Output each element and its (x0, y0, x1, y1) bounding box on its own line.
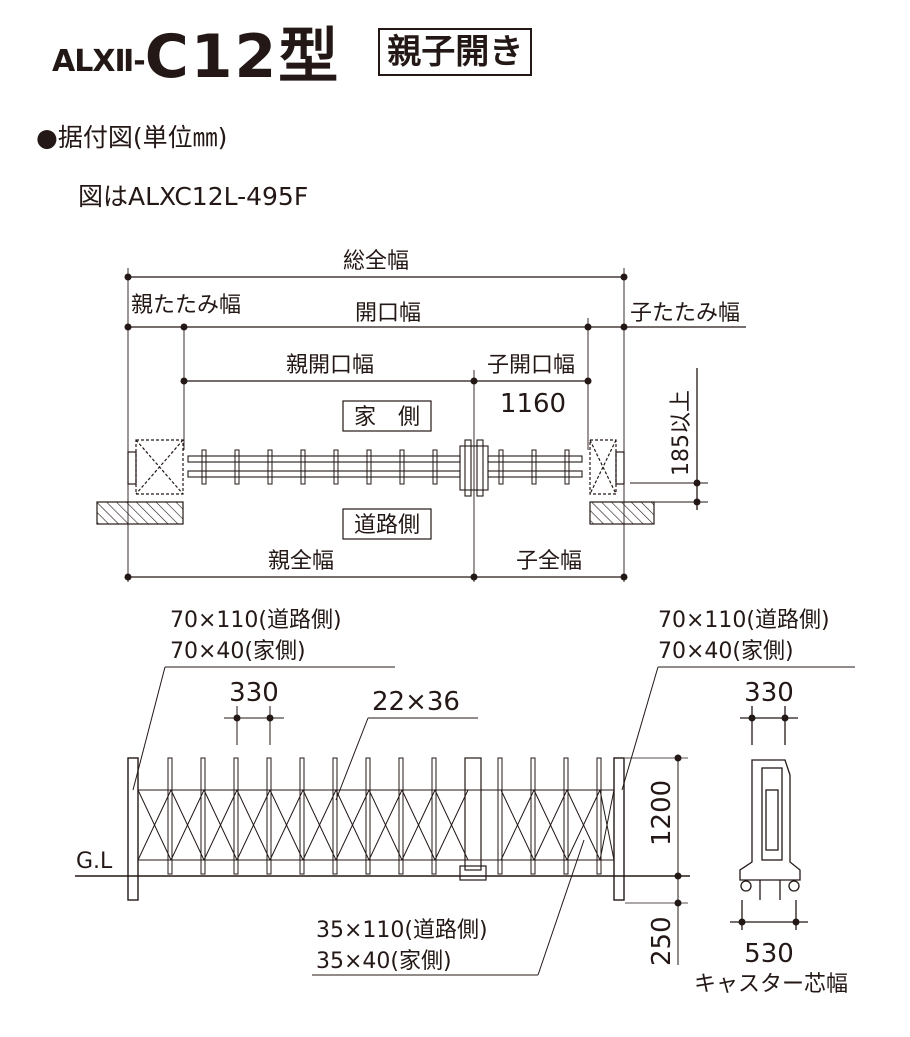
house-side-box (342, 400, 432, 432)
side-top-width: 330 (744, 678, 794, 708)
child-fold-width-label: 子たたみ幅 (630, 301, 740, 326)
gate-stile-7 (398, 757, 404, 875)
figure-note: 図はALXC12L-495F (78, 182, 309, 211)
gate-stile-3 (266, 757, 272, 875)
right-post-size-house: 70×40(家側) (658, 639, 794, 664)
opening-type-badge: 親子開き (378, 28, 533, 76)
child-total-width-label: 子全幅 (516, 549, 582, 574)
plan-gate-leaves (187, 439, 583, 497)
parent-opening-label: 親開口幅 (286, 353, 374, 378)
plan-bar-5 (366, 449, 372, 485)
plan-bar-3 (300, 449, 306, 485)
plan-bar-0 (201, 449, 207, 485)
child-opening-label: 子開口幅 (487, 353, 575, 378)
plan-view (127, 268, 746, 582)
plan-bar-1 (234, 449, 240, 485)
left-post-size-road: 70×110(道路側) (170, 608, 342, 633)
plan-right-post (589, 439, 625, 495)
below-ground-dimension: 250 (647, 916, 677, 966)
side-view (730, 706, 808, 930)
side-dimension-dots (738, 714, 800, 926)
gate-stile-10 (530, 757, 536, 875)
front-dimension-dots (233, 714, 682, 907)
clearance-label: 185以上 (669, 390, 694, 476)
pitch-dimension: 330 (229, 678, 279, 708)
gate-stile-0 (167, 757, 173, 875)
child-opening-value: 1160 (500, 389, 566, 419)
gate-stile-4 (299, 757, 305, 875)
plan-bar-10 (564, 449, 570, 485)
right-post-size-road: 70×110(道路側) (658, 608, 830, 633)
model-name: C12型 (144, 22, 341, 92)
left-wall (96, 501, 184, 525)
gate-stile-12 (596, 757, 602, 875)
gate-stile-8 (431, 757, 437, 875)
house-side-label: 家 側 (354, 405, 420, 430)
parent-total-width-label: 親全幅 (268, 549, 334, 574)
plan-dimension-dots (124, 273, 701, 581)
plan-bar-2 (267, 449, 273, 485)
left-post-size-house: 70×40(家側) (170, 639, 306, 664)
plan-bar-4 (333, 449, 339, 485)
gate-stile-6 (365, 757, 371, 875)
product-title: ALXⅡ-C12型親子開き (52, 8, 533, 92)
road-side-box (342, 508, 432, 540)
plan-bar-8 (498, 449, 504, 485)
road-side-label: 道路側 (354, 513, 420, 538)
overall-width-label: 総全幅 (343, 249, 409, 274)
ground-level-label: G.L (76, 849, 113, 874)
caster-width-label: キャスター芯幅 (694, 972, 848, 997)
end-post-size-road: 35×110(道路側) (316, 918, 488, 943)
plan-left-post (127, 439, 184, 495)
front-view-leaders (132, 666, 855, 976)
end-post-size-house: 35×40(家側) (316, 949, 452, 974)
member-size: 22×36 (372, 687, 460, 717)
series-name: ALXⅡ- (52, 44, 146, 79)
gate-stile-11 (563, 757, 569, 875)
right-wall (589, 501, 655, 525)
gate-stile-2 (233, 757, 239, 875)
parent-fold-width-label: 親たたみ幅 (131, 293, 241, 318)
plan-bar-9 (531, 449, 537, 485)
caster-width-value: 530 (744, 939, 794, 969)
front-gate (127, 757, 625, 901)
gate-stile-5 (332, 757, 338, 875)
section-heading: ●据付図(単位㎜) (36, 123, 228, 152)
plan-bar-6 (399, 449, 405, 485)
height-dimension: 1200 (647, 780, 677, 846)
plan-bar-7 (432, 449, 438, 485)
gate-stile-1 (200, 757, 206, 875)
opening-width-label: 開口幅 (355, 301, 421, 326)
gate-stile-9 (497, 757, 503, 875)
